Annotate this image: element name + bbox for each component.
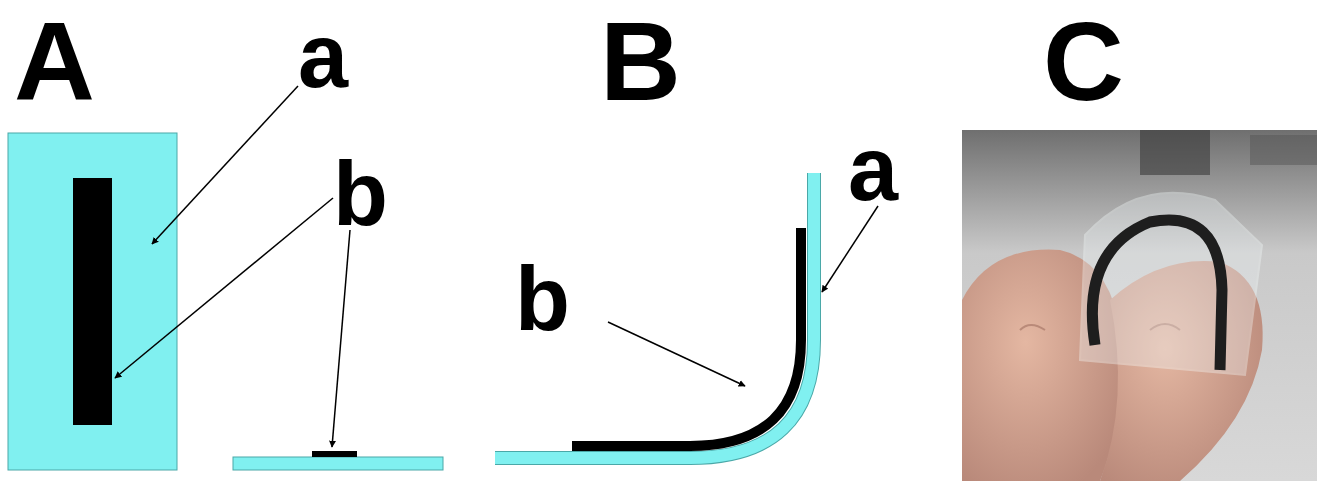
part-label: a (298, 11, 348, 101)
strip-side-view (312, 451, 357, 457)
leader-line (152, 86, 298, 244)
part-label: a (848, 124, 898, 214)
leader-line (115, 198, 333, 378)
photo (962, 130, 1317, 481)
substrate-side-view (233, 457, 443, 470)
panel-letter: B (600, 6, 681, 118)
substrate-top-view (8, 133, 177, 470)
substrate-outline (495, 173, 814, 458)
panel-letter: C (1043, 6, 1124, 118)
bent-strip (572, 228, 801, 446)
part-label: b (333, 149, 388, 239)
bent-substrate (495, 173, 814, 458)
leader-line (608, 322, 745, 386)
leader-line (332, 230, 350, 447)
leader-line (822, 206, 878, 292)
panel-letter: A (14, 6, 95, 118)
strip-top-view (73, 178, 112, 425)
part-label: b (515, 254, 570, 344)
